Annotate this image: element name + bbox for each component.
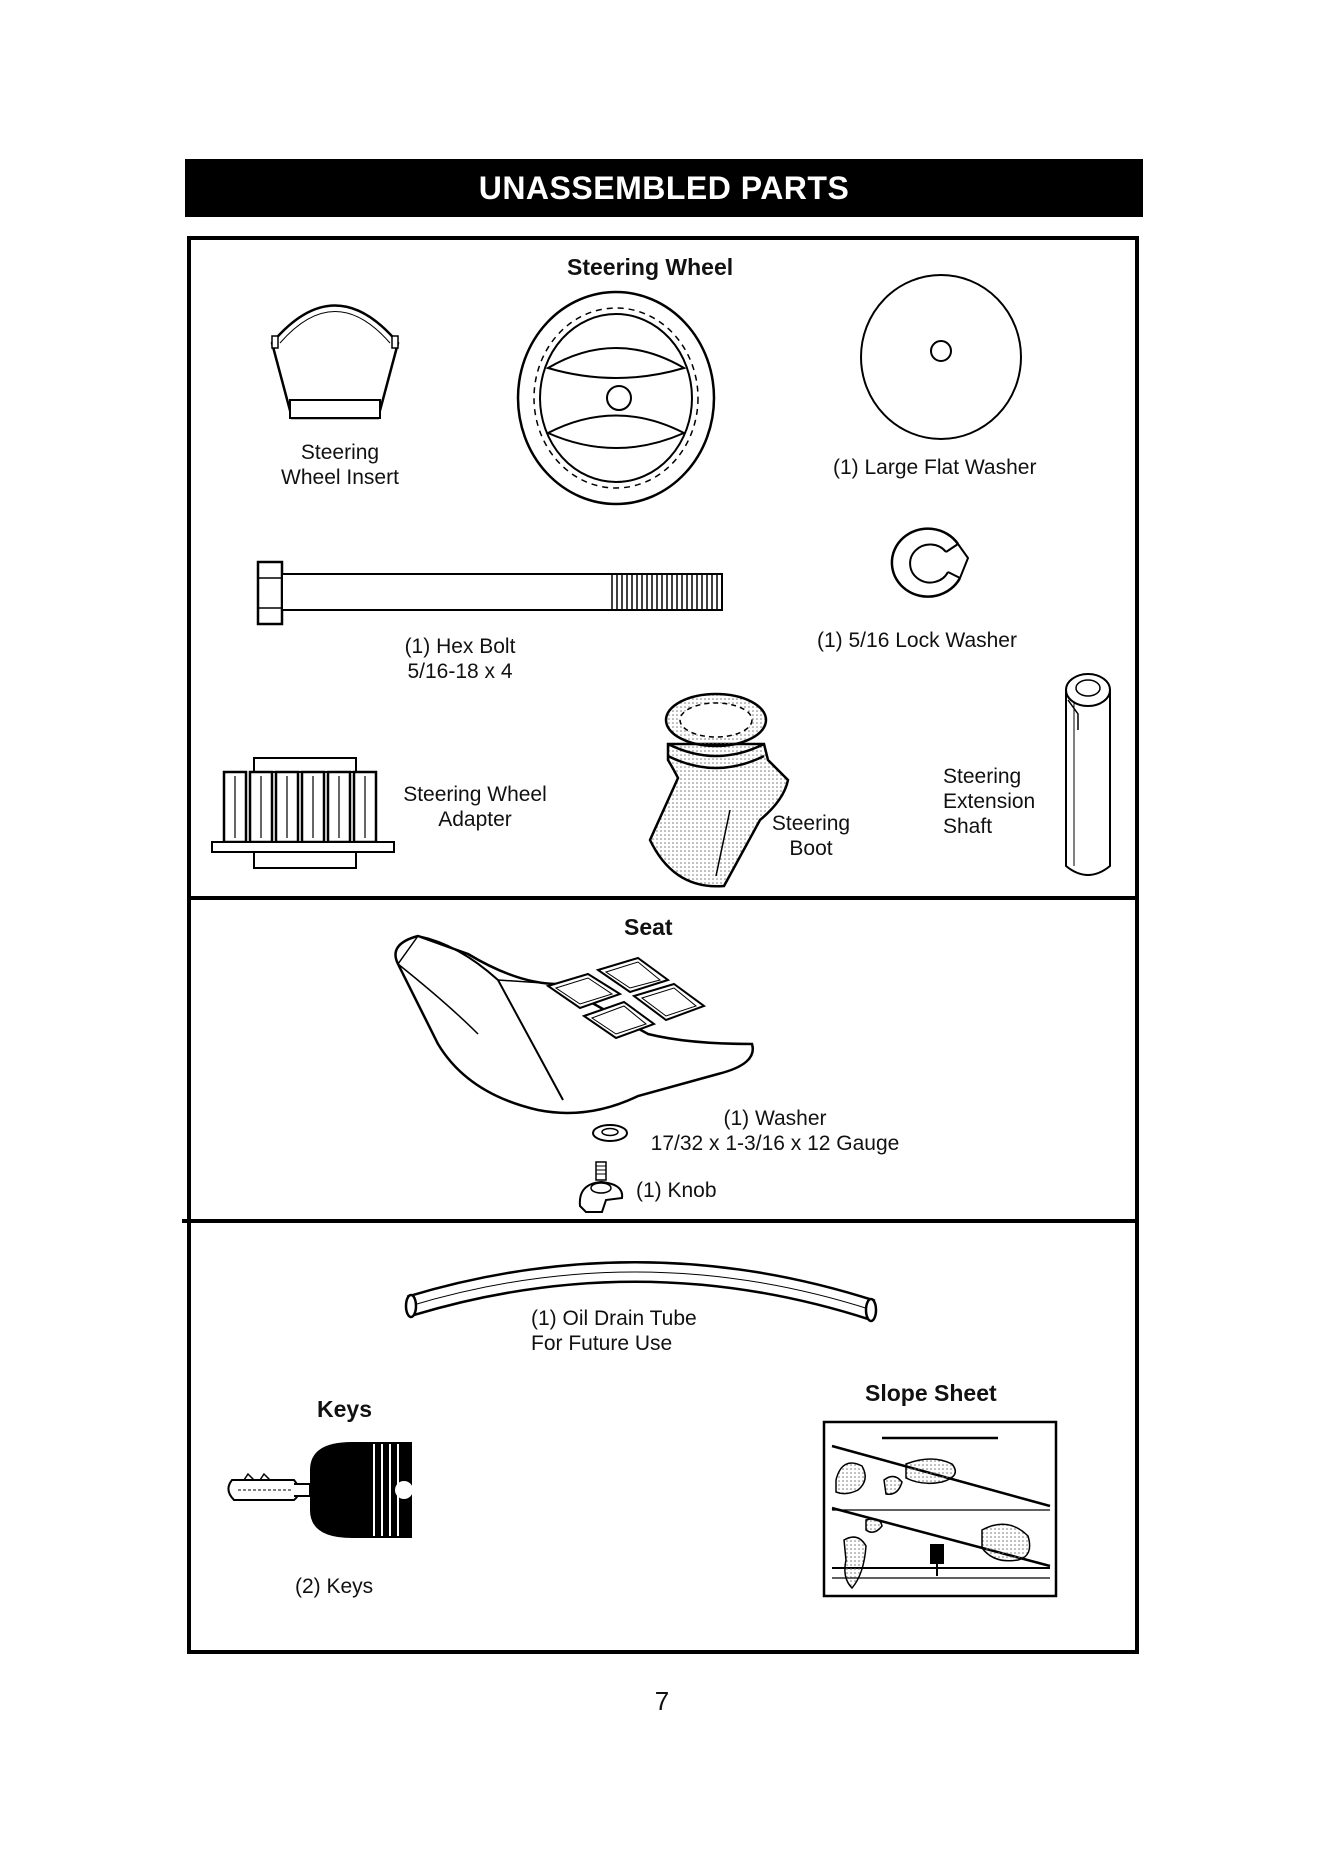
large-flat-washer-label: (1) Large Flat Washer bbox=[833, 455, 1036, 480]
steering-wheel-adapter-label: Steering Wheel Adapter bbox=[395, 782, 555, 832]
label-line: Steering bbox=[262, 440, 418, 465]
steering-wheel-image bbox=[516, 288, 716, 506]
keys-title: Keys bbox=[317, 1396, 372, 1423]
label-line: Extension bbox=[943, 789, 1035, 814]
knob-image bbox=[576, 1160, 626, 1216]
knob-label: (1) Knob bbox=[636, 1178, 717, 1203]
seat-image bbox=[388, 924, 764, 1118]
label-line: Steering bbox=[761, 811, 861, 836]
steering-wheel-insert-image bbox=[250, 288, 420, 423]
section-divider-2 bbox=[182, 1219, 1135, 1223]
label-line: Wheel Insert bbox=[262, 465, 418, 490]
label-line: Shaft bbox=[943, 814, 1035, 839]
keys-label: (2) Keys bbox=[295, 1574, 373, 1599]
label-line: 5/16-18 x 4 bbox=[380, 659, 540, 684]
oil-drain-tube-label: (1) Oil Drain Tube For Future Use bbox=[531, 1306, 697, 1356]
page-number: 7 bbox=[0, 1686, 1324, 1717]
label-line: Steering bbox=[943, 764, 1035, 789]
steering-boot-label: Steering Boot bbox=[761, 811, 861, 861]
label-line: 17/32 x 1-3/16 x 12 Gauge bbox=[640, 1131, 910, 1156]
label-line: For Future Use bbox=[531, 1331, 697, 1356]
steering-wheel-adapter-image bbox=[208, 756, 398, 872]
header-title: UNASSEMBLED PARTS bbox=[479, 170, 850, 207]
seat-washer-image bbox=[590, 1122, 630, 1144]
steering-extension-shaft-label: Steering Extension Shaft bbox=[943, 764, 1035, 839]
hex-bolt-image bbox=[254, 560, 726, 626]
seat-washer-label: (1) Washer 17/32 x 1-3/16 x 12 Gauge bbox=[640, 1106, 910, 1156]
lock-washer-label: (1) 5/16 Lock Washer bbox=[817, 628, 1017, 653]
label-line: (1) Hex Bolt bbox=[380, 634, 540, 659]
large-flat-washer-image bbox=[858, 272, 1024, 442]
keys-image bbox=[224, 1440, 420, 1540]
label-line: Adapter bbox=[395, 807, 555, 832]
label-line: (1) Washer bbox=[640, 1106, 910, 1131]
lock-washer-image bbox=[888, 522, 974, 602]
label-line: Steering Wheel bbox=[395, 782, 555, 807]
slope-sheet-image bbox=[822, 1420, 1058, 1598]
section-divider-1 bbox=[187, 896, 1139, 900]
steering-wheel-insert-label: Steering Wheel Insert bbox=[262, 440, 418, 490]
page-header: UNASSEMBLED PARTS bbox=[185, 159, 1143, 217]
steering-wheel-title: Steering Wheel bbox=[567, 254, 733, 281]
label-line: (1) Oil Drain Tube bbox=[531, 1306, 697, 1331]
slope-sheet-title: Slope Sheet bbox=[865, 1380, 997, 1407]
steering-extension-shaft-image bbox=[1060, 670, 1116, 882]
label-line: Boot bbox=[761, 836, 861, 861]
hex-bolt-label: (1) Hex Bolt 5/16-18 x 4 bbox=[380, 634, 540, 684]
